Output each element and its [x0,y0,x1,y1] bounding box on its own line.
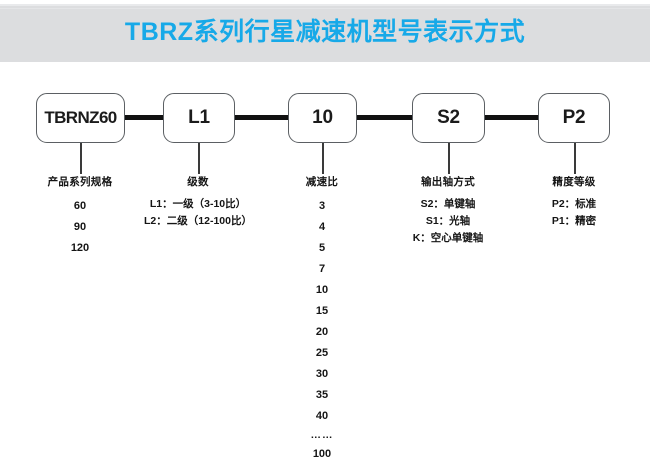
legend-item: 3 [318,200,326,212]
legend-item: 90 [73,221,87,233]
drop-line-stages [198,143,200,174]
connector-ratio-shaft [355,115,414,120]
legend-item: 40 [315,410,329,422]
legend-column-output-shaft: 输出轴方式 S2：单键轴 S1：光轴 K：空心单键轴 [378,174,518,247]
legend-item: 120 [70,242,90,254]
legend-item: 10 [315,284,329,296]
node-stages-label: L1 [188,107,210,128]
legend-item-ellipsis: …… [310,429,334,441]
header-top-strip [0,0,650,4]
legend-column-precision-grade: 精度等级 P2：标准 P1：精密 [514,174,634,230]
legend-head-stage-count: 级数 [187,176,209,188]
page-title: TBRZ系列行星减速机型号表示方式 [124,18,526,46]
node-ratio-label: 10 [312,107,333,128]
legend-item: 15 [315,305,329,317]
header-banner: TBRZ系列行星减速机型号表示方式 [0,0,650,62]
drop-line-shaft [448,143,450,174]
legend-item: P2：标准 [551,198,597,210]
legend-item: S2：单键轴 [420,198,476,210]
node-series[interactable]: TBRNZ60 [36,93,125,143]
header-divider-line-2 [0,8,650,9]
legend-item: L1：一级（3-10比） [149,198,247,210]
node-stages[interactable]: L1 [163,93,235,143]
connector-shaft-precision [483,115,540,120]
legend-item: 25 [315,347,329,359]
legend-head-series-spec: 产品系列规格 [47,176,113,188]
drop-line-series [80,143,82,174]
node-precision-label: P2 [562,107,586,128]
node-precision[interactable]: P2 [538,93,610,143]
connector-stages-ratio [233,115,290,120]
header-divider-line-1 [0,4,650,6]
model-code-diagram: TBRNZ60 L1 10 S2 P2 产品系列规格 60 90 120 级数 … [0,62,650,470]
legend-item: 5 [318,242,326,254]
legend-item: 30 [315,368,329,380]
legend-head-output-shaft: 输出轴方式 [421,176,475,188]
drop-line-precision [574,143,576,174]
legend-item: L2：二级（12-100比） [144,215,252,227]
legend-column-stage-count: 级数 L1：一级（3-10比） L2：二级（12-100比） [128,174,268,230]
legend-item: 4 [318,221,326,233]
legend-item: 60 [73,200,87,212]
legend-item: 20 [315,326,329,338]
legend-item: P1：精密 [551,215,597,227]
drop-line-ratio [322,143,324,174]
legend-item: 100 [312,448,332,460]
legend-column-reduction-ratio: 减速比 3 4 5 7 10 15 20 25 30 35 40 …… 100 [262,174,382,465]
legend-item: 35 [315,389,329,401]
node-series-label: TBRNZ60 [44,108,117,127]
legend-item: 7 [318,263,326,275]
legend-item: K：空心单键轴 [412,232,484,244]
node-ratio[interactable]: 10 [288,93,357,143]
connector-series-stages [123,115,165,120]
node-shaft[interactable]: S2 [412,93,485,143]
legend-item: S1：光轴 [425,215,471,227]
legend-column-series-spec: 产品系列规格 60 90 120 [10,174,150,259]
legend-head-precision-grade: 精度等级 [552,176,596,188]
node-shaft-label: S2 [437,107,460,128]
legend-head-reduction-ratio: 减速比 [305,176,339,188]
